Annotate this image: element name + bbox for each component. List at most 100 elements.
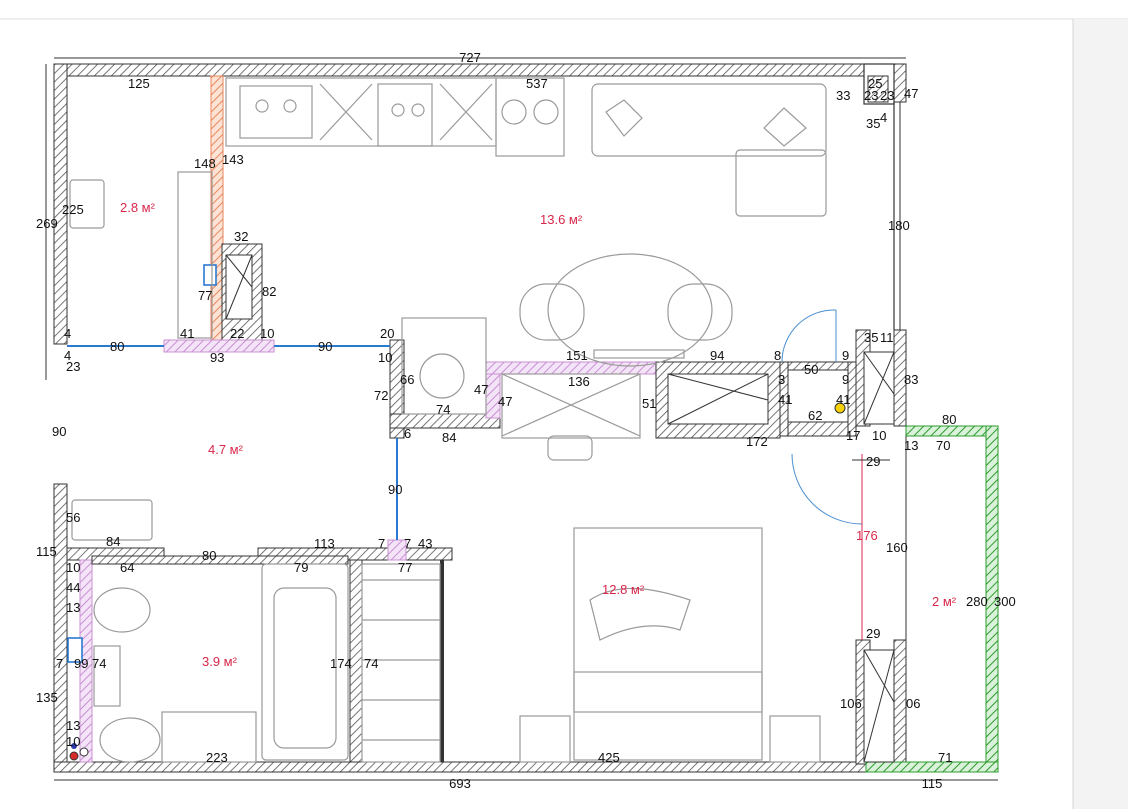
dim-label: 10 [378, 350, 392, 365]
dim-label: 22 [230, 326, 244, 341]
dim-label: 11 [880, 330, 894, 345]
dim-label: 84 [106, 534, 120, 549]
dim-label: 99 [74, 656, 88, 671]
dim-label: 125 [128, 76, 150, 91]
openings [67, 264, 890, 663]
bathroom-fixtures [93, 563, 441, 763]
dim-label: 50 [804, 362, 818, 377]
dim-label: 269 [36, 216, 58, 231]
dim-label: 56 [66, 510, 80, 525]
dim-label: 23 [864, 88, 878, 103]
dim-label: 4 [880, 110, 887, 125]
dim-label: 7 [378, 536, 385, 551]
dim-label: 172 [746, 434, 768, 449]
overall-dimensions: 727 693 115 [449, 50, 942, 791]
dim-label: 160 [886, 540, 908, 555]
dim-label: 82 [262, 284, 276, 299]
dim-label: 143 [222, 152, 244, 167]
dim-label: 72 [374, 388, 388, 403]
dim-label: 4 [64, 326, 71, 341]
dim-label: 70 [936, 438, 950, 453]
dim-label: 80 [110, 339, 124, 354]
dim-label: 174 [330, 656, 352, 671]
area-bathroom: 3.9 м² [202, 654, 238, 669]
dim-label: 23 [880, 88, 894, 103]
dim-label: 29 [866, 454, 880, 469]
area-balcony: 2 м² [932, 594, 957, 609]
dim-label: 537 [526, 76, 548, 91]
dim-label: 9 [842, 372, 849, 387]
dim-label: 29 [866, 626, 880, 641]
area-bedroom: 12.8 м² [602, 582, 645, 597]
dim-label: 62 [808, 408, 822, 423]
dim-label: 176 [856, 528, 878, 543]
dim-label: 10 [66, 734, 80, 749]
dim-label: 23 [66, 359, 80, 374]
dim-label: 35 [864, 330, 878, 345]
dim-label: 94 [710, 348, 724, 363]
dim-label: 113 [314, 536, 335, 551]
exterior-walls [53, 63, 907, 773]
dim-label: 84 [442, 430, 456, 445]
dim-label: 9 [842, 348, 849, 363]
dim-label: 77 [198, 288, 212, 303]
dim-label: 64 [120, 560, 134, 575]
dim-label: 35 [866, 116, 880, 131]
dim-label: 90 [388, 482, 402, 497]
dim-label: 80 [942, 412, 956, 427]
dim-label: 13 [66, 718, 80, 733]
dim-label: 74 [436, 402, 450, 417]
dim-label: 83 [904, 372, 918, 387]
dim-label: 148 [194, 156, 216, 171]
dim-overall-bottom-right: 115 [922, 776, 943, 791]
dim-label: 17 [846, 428, 860, 443]
dim-label: 225 [62, 202, 84, 217]
dim-label: 47 [904, 86, 918, 101]
dim-label: 93 [210, 350, 224, 365]
dim-label: 223 [206, 750, 228, 765]
dim-label: 33 [836, 88, 850, 103]
dim-label: 135 [36, 690, 58, 705]
area-utility: 2.8 м² [120, 200, 156, 215]
dim-label: 106 [840, 696, 862, 711]
dim-label: 47 [498, 394, 512, 409]
dim-overall-top: 727 [459, 50, 481, 65]
room-areas: 13.6 м² 2.8 м² 4.7 м² 3.9 м² 12.8 м² 2 м… [120, 200, 957, 669]
dim-label: 71 [938, 750, 952, 765]
dim-label: 47 [474, 382, 488, 397]
dim-label: 151 [566, 348, 588, 363]
dim-label: 6 [404, 426, 411, 441]
dim-label: 136 [568, 374, 590, 389]
kitchen-furniture [225, 77, 827, 461]
utility-furniture [69, 171, 213, 541]
dim-label: 13 [904, 438, 918, 453]
dim-label: 13 [66, 600, 80, 615]
dim-label: 7 [56, 656, 63, 671]
area-kitchen-living: 13.6 м² [540, 212, 583, 227]
dim-label: 77 [398, 560, 412, 575]
dim-label: 7 [404, 536, 411, 551]
dim-label: 180 [888, 218, 910, 233]
dim-label: 300 [994, 594, 1016, 609]
dim-label: 10 [260, 326, 274, 341]
dim-label: 41 [180, 326, 194, 341]
dim-label: 51 [642, 396, 656, 411]
dim-label: 41 [778, 392, 792, 407]
dim-label: 74 [92, 656, 106, 671]
dim-label: 43 [418, 536, 432, 551]
area-hall: 4.7 м² [208, 442, 244, 457]
dim-label: 80 [202, 548, 216, 563]
dim-label: 79 [294, 560, 308, 575]
dim-label: 4 [64, 348, 71, 363]
dimension-labels: 125 537 33 25 23 23 47 4 35 148 143 269 … [36, 76, 1016, 765]
dim-label: 90 [318, 339, 332, 354]
balcony-walls [865, 425, 999, 773]
dim-overall-bottom: 693 [449, 776, 471, 791]
dim-label: 425 [598, 750, 620, 765]
dim-label: 8 [774, 348, 781, 363]
dim-label: 10 [66, 560, 80, 575]
dim-label: 90 [52, 424, 66, 439]
dim-label: 32 [234, 229, 248, 244]
